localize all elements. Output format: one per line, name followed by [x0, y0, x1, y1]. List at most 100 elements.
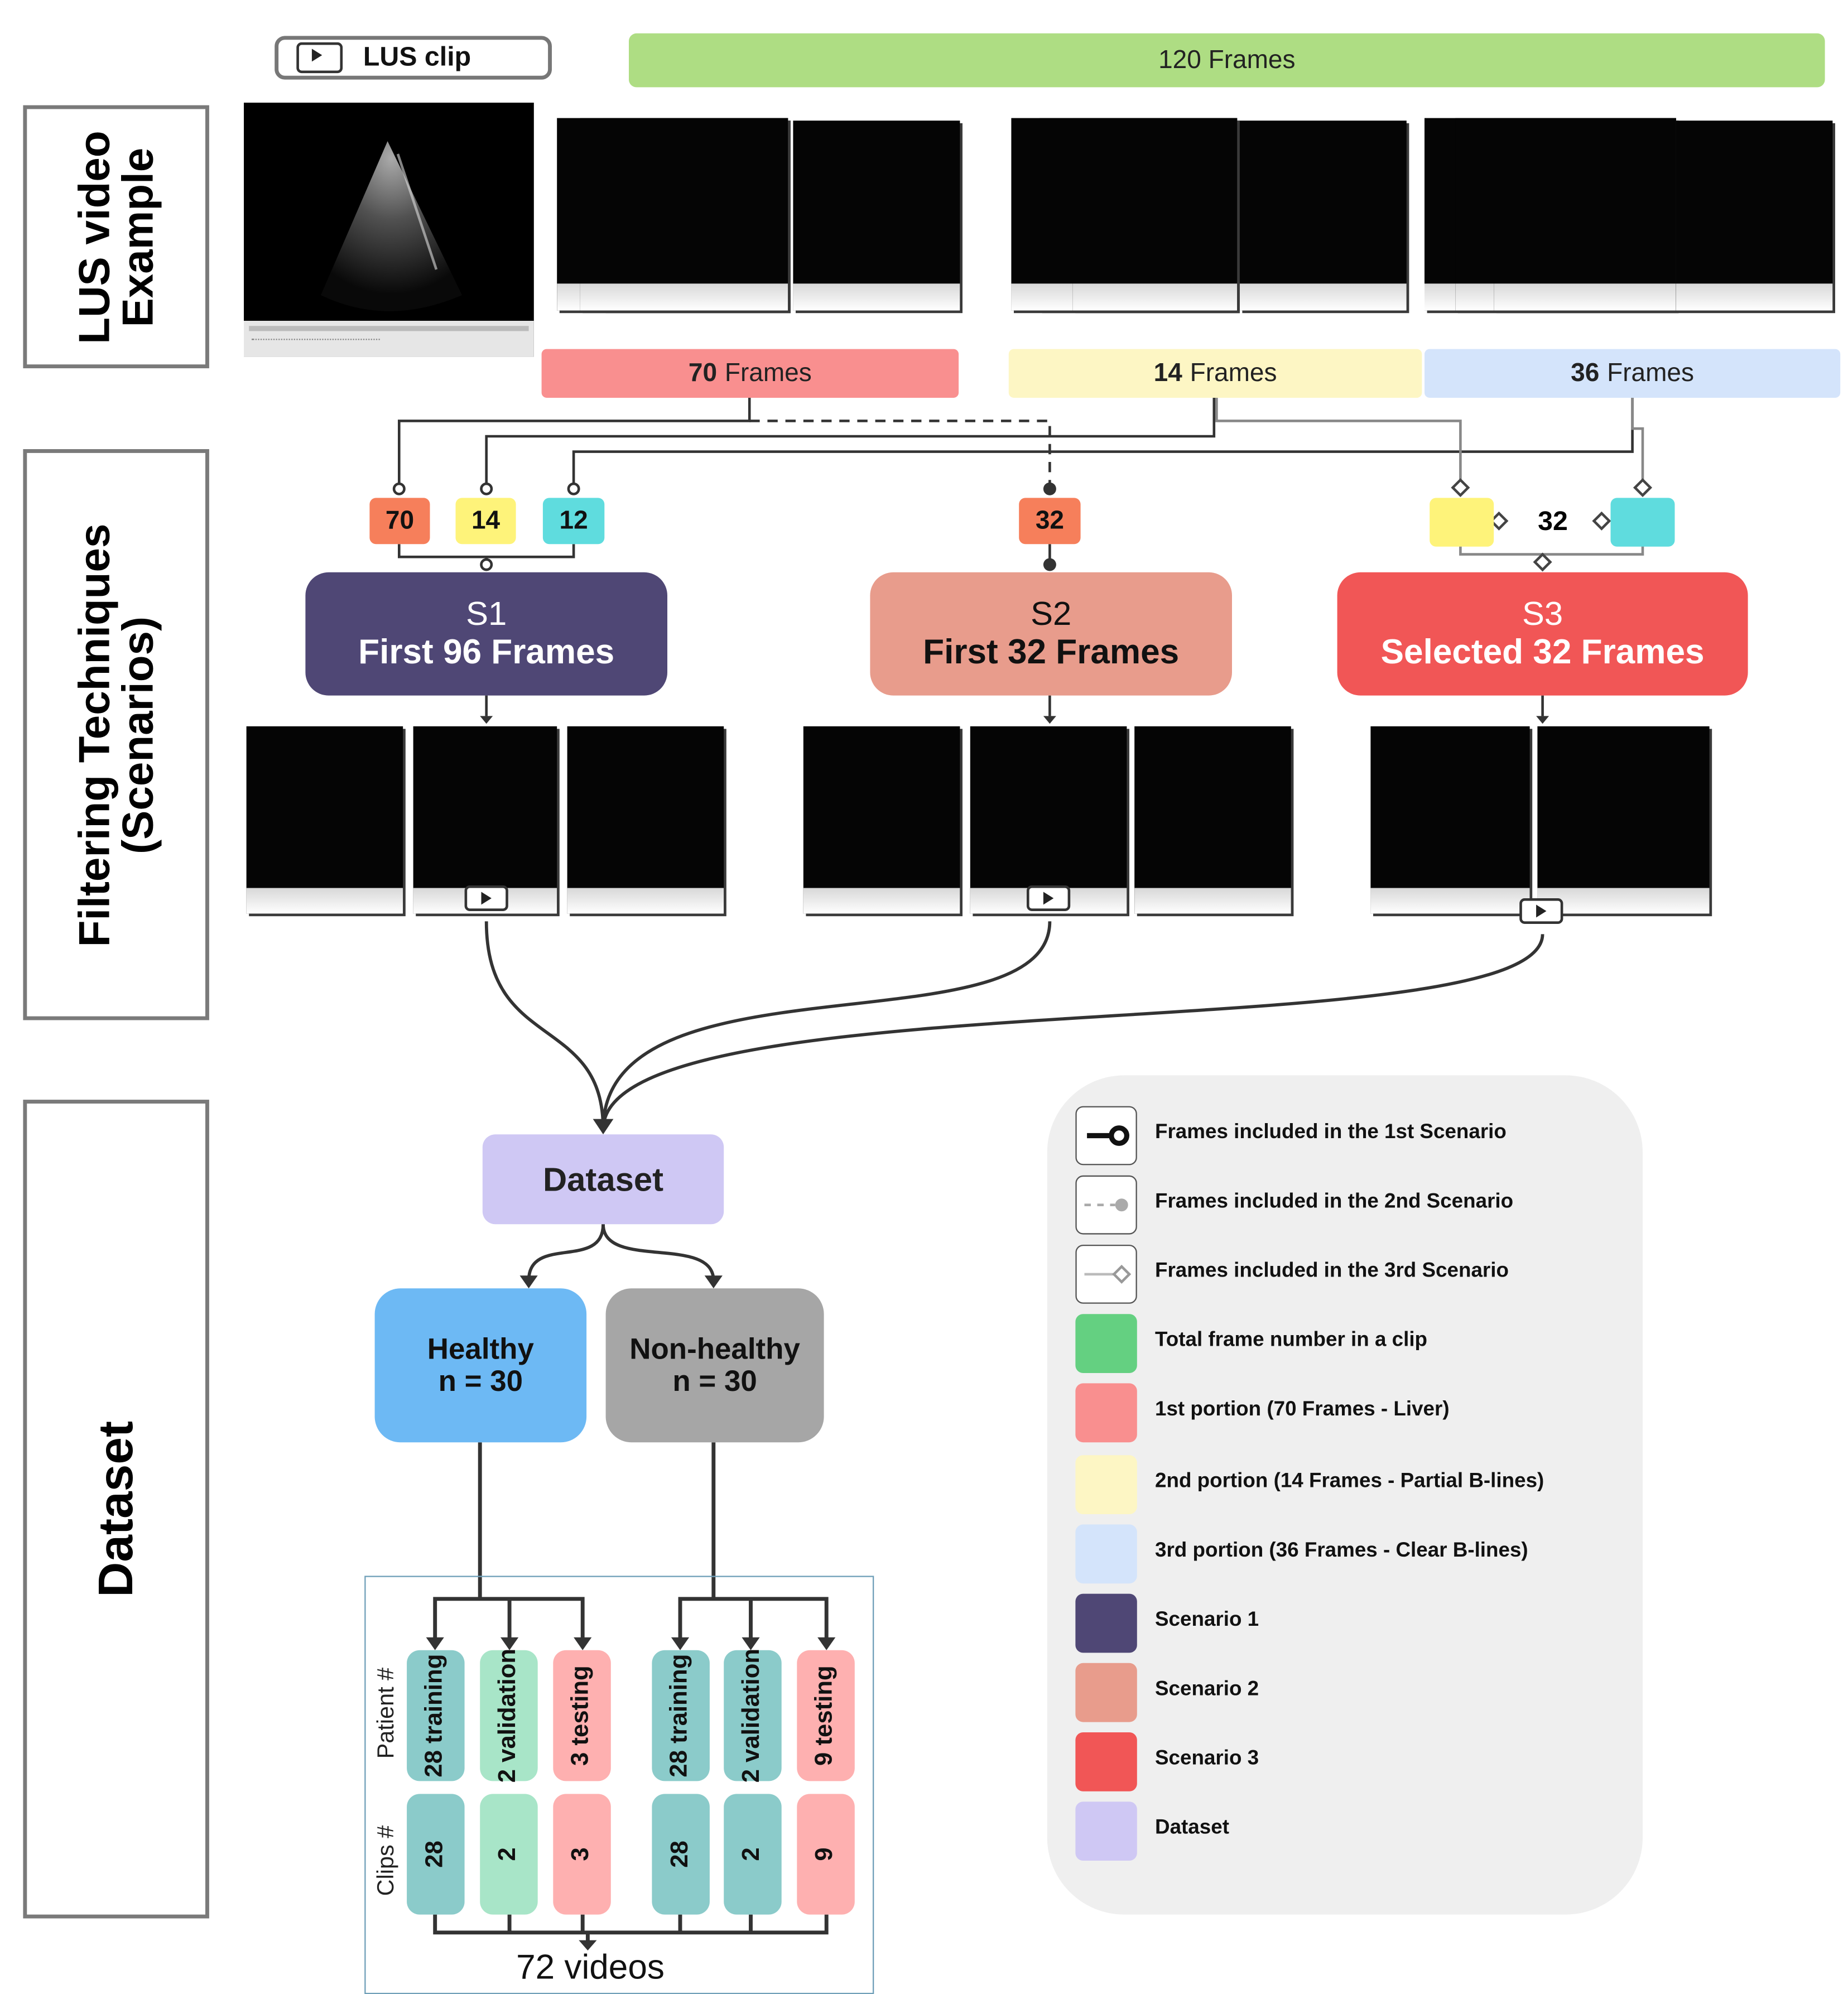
row-label-filtering: Filtering Techniques (Scenarios)	[23, 449, 209, 1020]
clips-split-4-label: 28	[666, 1841, 694, 1868]
portion-bar-3: 36 Frames	[1424, 349, 1841, 398]
s1-connector-12	[572, 397, 1634, 488]
legend-line-icon-2	[1075, 1175, 1137, 1235]
portion-bar-2: 14 Frames	[1008, 349, 1422, 398]
healthy-count: n = 30	[438, 1364, 523, 1398]
total-frames-bar: 120 Frames	[629, 33, 1825, 88]
clips-split-6: 9	[797, 1794, 855, 1915]
s3-connector-36	[1631, 397, 1644, 483]
clips-split-5-label: 2	[738, 1847, 766, 1861]
ultrasound-image	[321, 141, 462, 311]
chip-s1-portion-3-label: 12	[559, 506, 588, 534]
total-videos: 72 videos	[516, 1948, 665, 1987]
s2-connector	[749, 420, 1051, 488]
clips-axis-label: Clips #	[372, 1809, 401, 1912]
s3-frame-2	[1537, 726, 1710, 914]
clips-split-6-label: 9	[811, 1847, 839, 1861]
chip-s1-portion-3: 12	[542, 498, 605, 545]
legend-swatch-8	[1075, 1593, 1137, 1653]
portion-3-unit: Frames	[1607, 358, 1695, 387]
patient-split-4-label: 28 training	[666, 1654, 694, 1778]
s1-connector-14	[485, 397, 1216, 488]
s2-play-icon[interactable]	[1027, 885, 1071, 911]
row-label-lus-video: LUS video Example	[23, 105, 209, 369]
portion-2-count: 14	[1153, 358, 1182, 387]
nonhealthy-group: Non-healthy n = 30	[605, 1288, 824, 1443]
legend-swatch-9	[1075, 1663, 1137, 1722]
legend-label-2: Frames included in the 2nd Scenario	[1155, 1191, 1514, 1213]
scenario-s3: S3 Selected 32 Frames	[1337, 572, 1748, 696]
frame-stack-1d	[793, 121, 960, 311]
healthy-group: Healthy n = 30	[374, 1288, 587, 1443]
clips-split-1: 28	[407, 1794, 465, 1915]
clips-split-1-label: 28	[421, 1841, 449, 1868]
dataset-node: Dataset	[482, 1134, 724, 1225]
legend-label-3: Frames included in the 3rd Scenario	[1155, 1260, 1509, 1282]
s2-frame-3	[1134, 726, 1291, 914]
clips-split-3-label: 3	[567, 1847, 595, 1861]
clips-split-4: 28	[652, 1794, 710, 1915]
patient-split-6: 9 testing	[797, 1650, 855, 1781]
total-frames-label: 120 Frames	[1158, 45, 1296, 74]
chip-s3-count: 32	[1538, 507, 1568, 537]
frame-stack-3c	[1494, 118, 1676, 311]
legend-label-6: 2nd portion (14 Frames - Partial B-lines…	[1155, 1470, 1544, 1492]
patient-split-1: 28 training	[407, 1650, 465, 1781]
legend-label-5: 1st portion (70 Frames - Liver)	[1155, 1399, 1450, 1421]
clips-split-3: 3	[553, 1794, 611, 1915]
legend-swatch-5	[1075, 1383, 1137, 1443]
lus-clip-label: LUS clip	[363, 42, 471, 72]
player-controls[interactable]	[244, 321, 534, 357]
legend-swatch-7	[1075, 1524, 1137, 1584]
player-buttons[interactable]	[251, 339, 380, 349]
play-icon	[296, 42, 343, 74]
patient-split-2: 2 validation	[480, 1648, 538, 1783]
patient-split-3: 3 testing	[553, 1650, 611, 1781]
row-label-dataset: Dataset	[23, 1100, 209, 1919]
legend-swatch-6	[1075, 1455, 1137, 1514]
scenario-s1: S1 First 96 Frames	[305, 572, 667, 696]
clips-axis-label-text: Clips #	[373, 1825, 399, 1896]
portion-1-count: 70	[688, 358, 718, 387]
chip-s2: 32	[1019, 498, 1081, 545]
patient-split-2-label: 2 validation	[494, 1648, 522, 1783]
patient-split-1-label: 28 training	[421, 1654, 449, 1778]
scenario-s1-title: S1	[466, 593, 507, 632]
chip-s1-portion-2-label: 14	[471, 506, 501, 534]
frame-stack-2d	[1239, 121, 1407, 311]
s3-play-icon[interactable]	[1519, 898, 1563, 924]
dataset-label: Dataset	[542, 1159, 664, 1198]
video-player[interactable]	[244, 103, 534, 357]
patient-axis-label-text: Patient #	[373, 1667, 399, 1759]
chip-s3-portion-2	[1430, 498, 1494, 547]
chip-s3-portion-3	[1610, 498, 1675, 547]
patient-axis-label: Patient #	[372, 1655, 401, 1771]
portion-bar-1: 70 Frames	[541, 349, 959, 398]
s1-connector-70	[397, 397, 751, 488]
chip-s1-portion-2: 14	[455, 498, 516, 545]
portion-3-count: 36	[1571, 358, 1600, 387]
patient-split-4: 28 training	[652, 1650, 710, 1781]
frame-stack-3d	[1676, 121, 1833, 311]
s1-play-icon[interactable]	[464, 885, 508, 911]
chip-s1-portion-1: 70	[369, 498, 430, 545]
scenario-s1-subtitle: First 96 Frames	[358, 633, 615, 672]
patient-split-3-label: 3 testing	[567, 1665, 595, 1766]
portion-2-unit: Frames	[1190, 358, 1277, 387]
scenario-s2: S2 First 32 Frames	[870, 572, 1232, 696]
patient-split-6-label: 9 testing	[811, 1665, 839, 1766]
scenario-s2-title: S2	[1031, 593, 1072, 632]
scenario-s3-subtitle: Selected 32 Frames	[1380, 633, 1705, 672]
lus-clip-button[interactable]: LUS clip	[275, 36, 552, 80]
legend-label-4: Total frame number in a clip	[1155, 1329, 1428, 1351]
legend-label-7: 3rd portion (36 Frames - Clear B-lines)	[1155, 1540, 1528, 1562]
seek-bar[interactable]	[249, 326, 529, 331]
s1-frame-1	[246, 726, 403, 914]
scenario-s3-title: S3	[1522, 593, 1563, 632]
scenario-s2-subtitle: First 32 Frames	[923, 633, 1180, 672]
legend-label-11: Dataset	[1155, 1817, 1229, 1839]
legend-swatch-10	[1075, 1732, 1137, 1791]
